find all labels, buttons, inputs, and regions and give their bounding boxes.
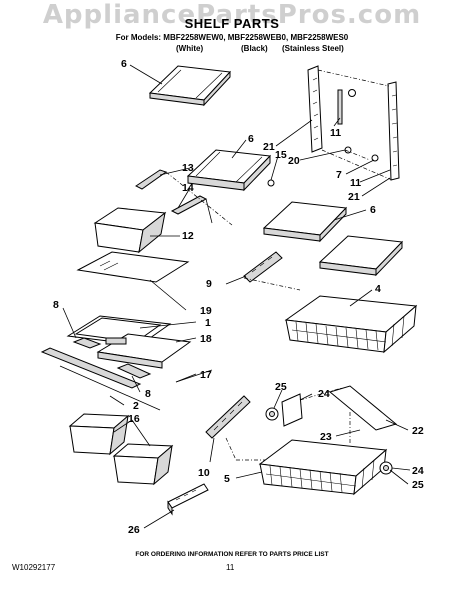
callout-25-upper: 25 <box>275 381 287 393</box>
page-number: 11 <box>226 563 235 572</box>
lower-slide-parts <box>205 385 398 461</box>
wire-basket-upper <box>243 277 418 354</box>
callout-1: 1 <box>205 317 211 329</box>
callout-24-lower: 24 <box>412 465 424 477</box>
ordering-info-footer: FOR ORDERING INFORMATION REFER TO PARTS … <box>135 551 329 558</box>
bins <box>68 413 174 486</box>
callout-24-upper: 24 <box>318 388 330 400</box>
callout-8-lower: 8 <box>145 388 151 400</box>
leader-lines <box>62 64 411 529</box>
callout-11-lower: 11 <box>350 177 361 189</box>
shelf-rails <box>267 65 400 187</box>
bin-divider <box>167 483 209 516</box>
callout-6-right: 6 <box>370 204 376 216</box>
callout-26: 26 <box>128 524 140 536</box>
shelf-right-b <box>318 235 404 277</box>
callout-16: 16 <box>128 413 140 425</box>
page-title: SHELF PARTS <box>184 16 280 31</box>
callout-20: 20 <box>288 155 300 167</box>
glass-panel <box>76 251 190 283</box>
callout-13: 13 <box>182 162 194 174</box>
shelf-upper-mid <box>186 149 272 192</box>
color-black: (Black) <box>241 44 268 53</box>
callout-2: 2 <box>133 400 139 412</box>
shelf-top <box>148 65 232 107</box>
document-number: W10292177 <box>12 563 56 572</box>
callout-23: 23 <box>320 431 332 443</box>
callout-5: 5 <box>224 473 230 485</box>
callout-18: 18 <box>200 333 212 345</box>
callout-4: 4 <box>375 283 381 295</box>
crisper-frame <box>40 315 213 411</box>
callout-25-lower: 25 <box>412 479 424 491</box>
watermark: AppliancePartsPros.com <box>42 0 422 30</box>
callout-labels: 6 6 6 13 14 12 15 21 11 20 7 11 21 9 4 1… <box>53 58 424 536</box>
callout-6-mid: 6 <box>248 133 254 145</box>
deli-drawer <box>93 169 233 254</box>
callout-11-upper: 11 <box>330 127 341 139</box>
color-white: (White) <box>176 44 204 53</box>
callout-15: 15 <box>275 149 287 161</box>
callout-14: 14 <box>182 182 194 194</box>
shelf-right-a <box>262 201 348 243</box>
callout-17: 17 <box>200 369 212 381</box>
callout-19: 19 <box>200 305 212 317</box>
callout-21-left: 21 <box>263 141 275 153</box>
callout-8-left: 8 <box>53 299 59 311</box>
wire-basket-lower <box>258 439 393 496</box>
callout-10: 10 <box>198 467 210 479</box>
models-line: For Models: MBF2258WEW0, MBF2258WEB0, MB… <box>115 33 349 42</box>
callout-22: 22 <box>412 425 424 437</box>
divider-guide <box>243 251 283 283</box>
callout-6-top: 6 <box>121 58 127 70</box>
callout-7: 7 <box>336 169 342 181</box>
callout-21-right: 21 <box>348 191 360 203</box>
callout-9: 9 <box>206 278 212 290</box>
callout-12: 12 <box>182 230 194 242</box>
color-stainless: (Stainless Steel) <box>282 44 344 53</box>
